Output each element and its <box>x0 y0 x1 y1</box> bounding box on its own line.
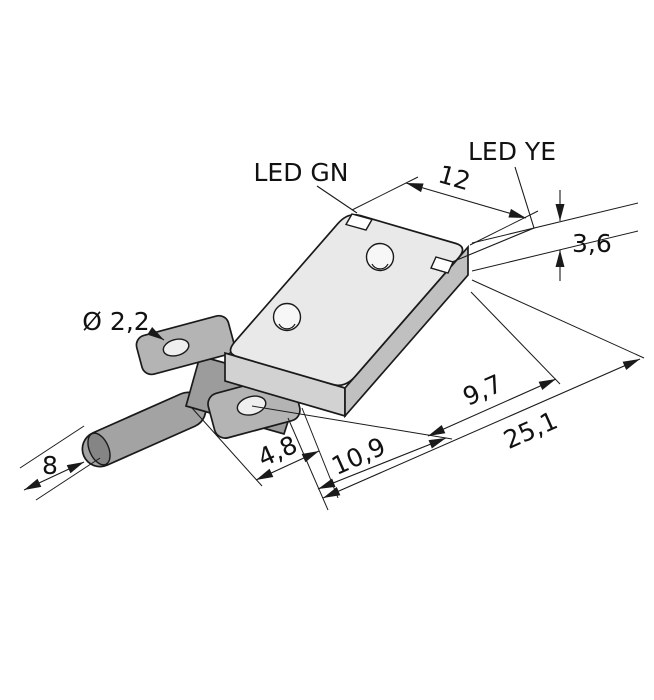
label-led-yellow: LED YE <box>468 137 556 166</box>
leader-led-green <box>316 185 358 214</box>
leader-led-yellow <box>451 166 535 263</box>
dim-line-width-12 <box>405 182 527 219</box>
cable-end-cap <box>87 432 111 466</box>
top-hole-front <box>272 302 302 332</box>
label-led-green: LED GN <box>254 158 349 187</box>
ext-line-cable-top <box>19 425 85 469</box>
dim-line-cable-8 <box>23 461 85 491</box>
mounting-ear-left-group <box>135 314 235 376</box>
sensor-cable <box>83 393 205 466</box>
ext-line-thickness-top <box>471 202 639 244</box>
top-hole-rear-arc <box>371 263 389 270</box>
led-window-yellow <box>430 256 454 274</box>
mounting-hole-left <box>162 338 190 357</box>
ext-line-thickness-bottom <box>471 230 639 272</box>
label-dim-thickness: 3,6 <box>572 229 612 258</box>
ext-line-width-left <box>351 176 419 211</box>
dim-line-4-8 <box>255 450 320 481</box>
label-hole-diameter: Ø 2,2 <box>82 307 149 336</box>
ext-line-right-corner-b <box>471 279 645 359</box>
ext-line-width-right <box>469 210 539 246</box>
label-dim-cable-8: 8 <box>42 451 58 480</box>
ext-line-bracket-end <box>191 407 263 487</box>
leader-hole-diameter <box>147 327 165 341</box>
dim-line-10-9 <box>317 437 447 490</box>
mounting-hole-right <box>236 395 267 416</box>
led-window-green <box>344 213 374 231</box>
top-hole-front-arc <box>278 323 296 330</box>
top-hole-rear <box>365 242 395 272</box>
